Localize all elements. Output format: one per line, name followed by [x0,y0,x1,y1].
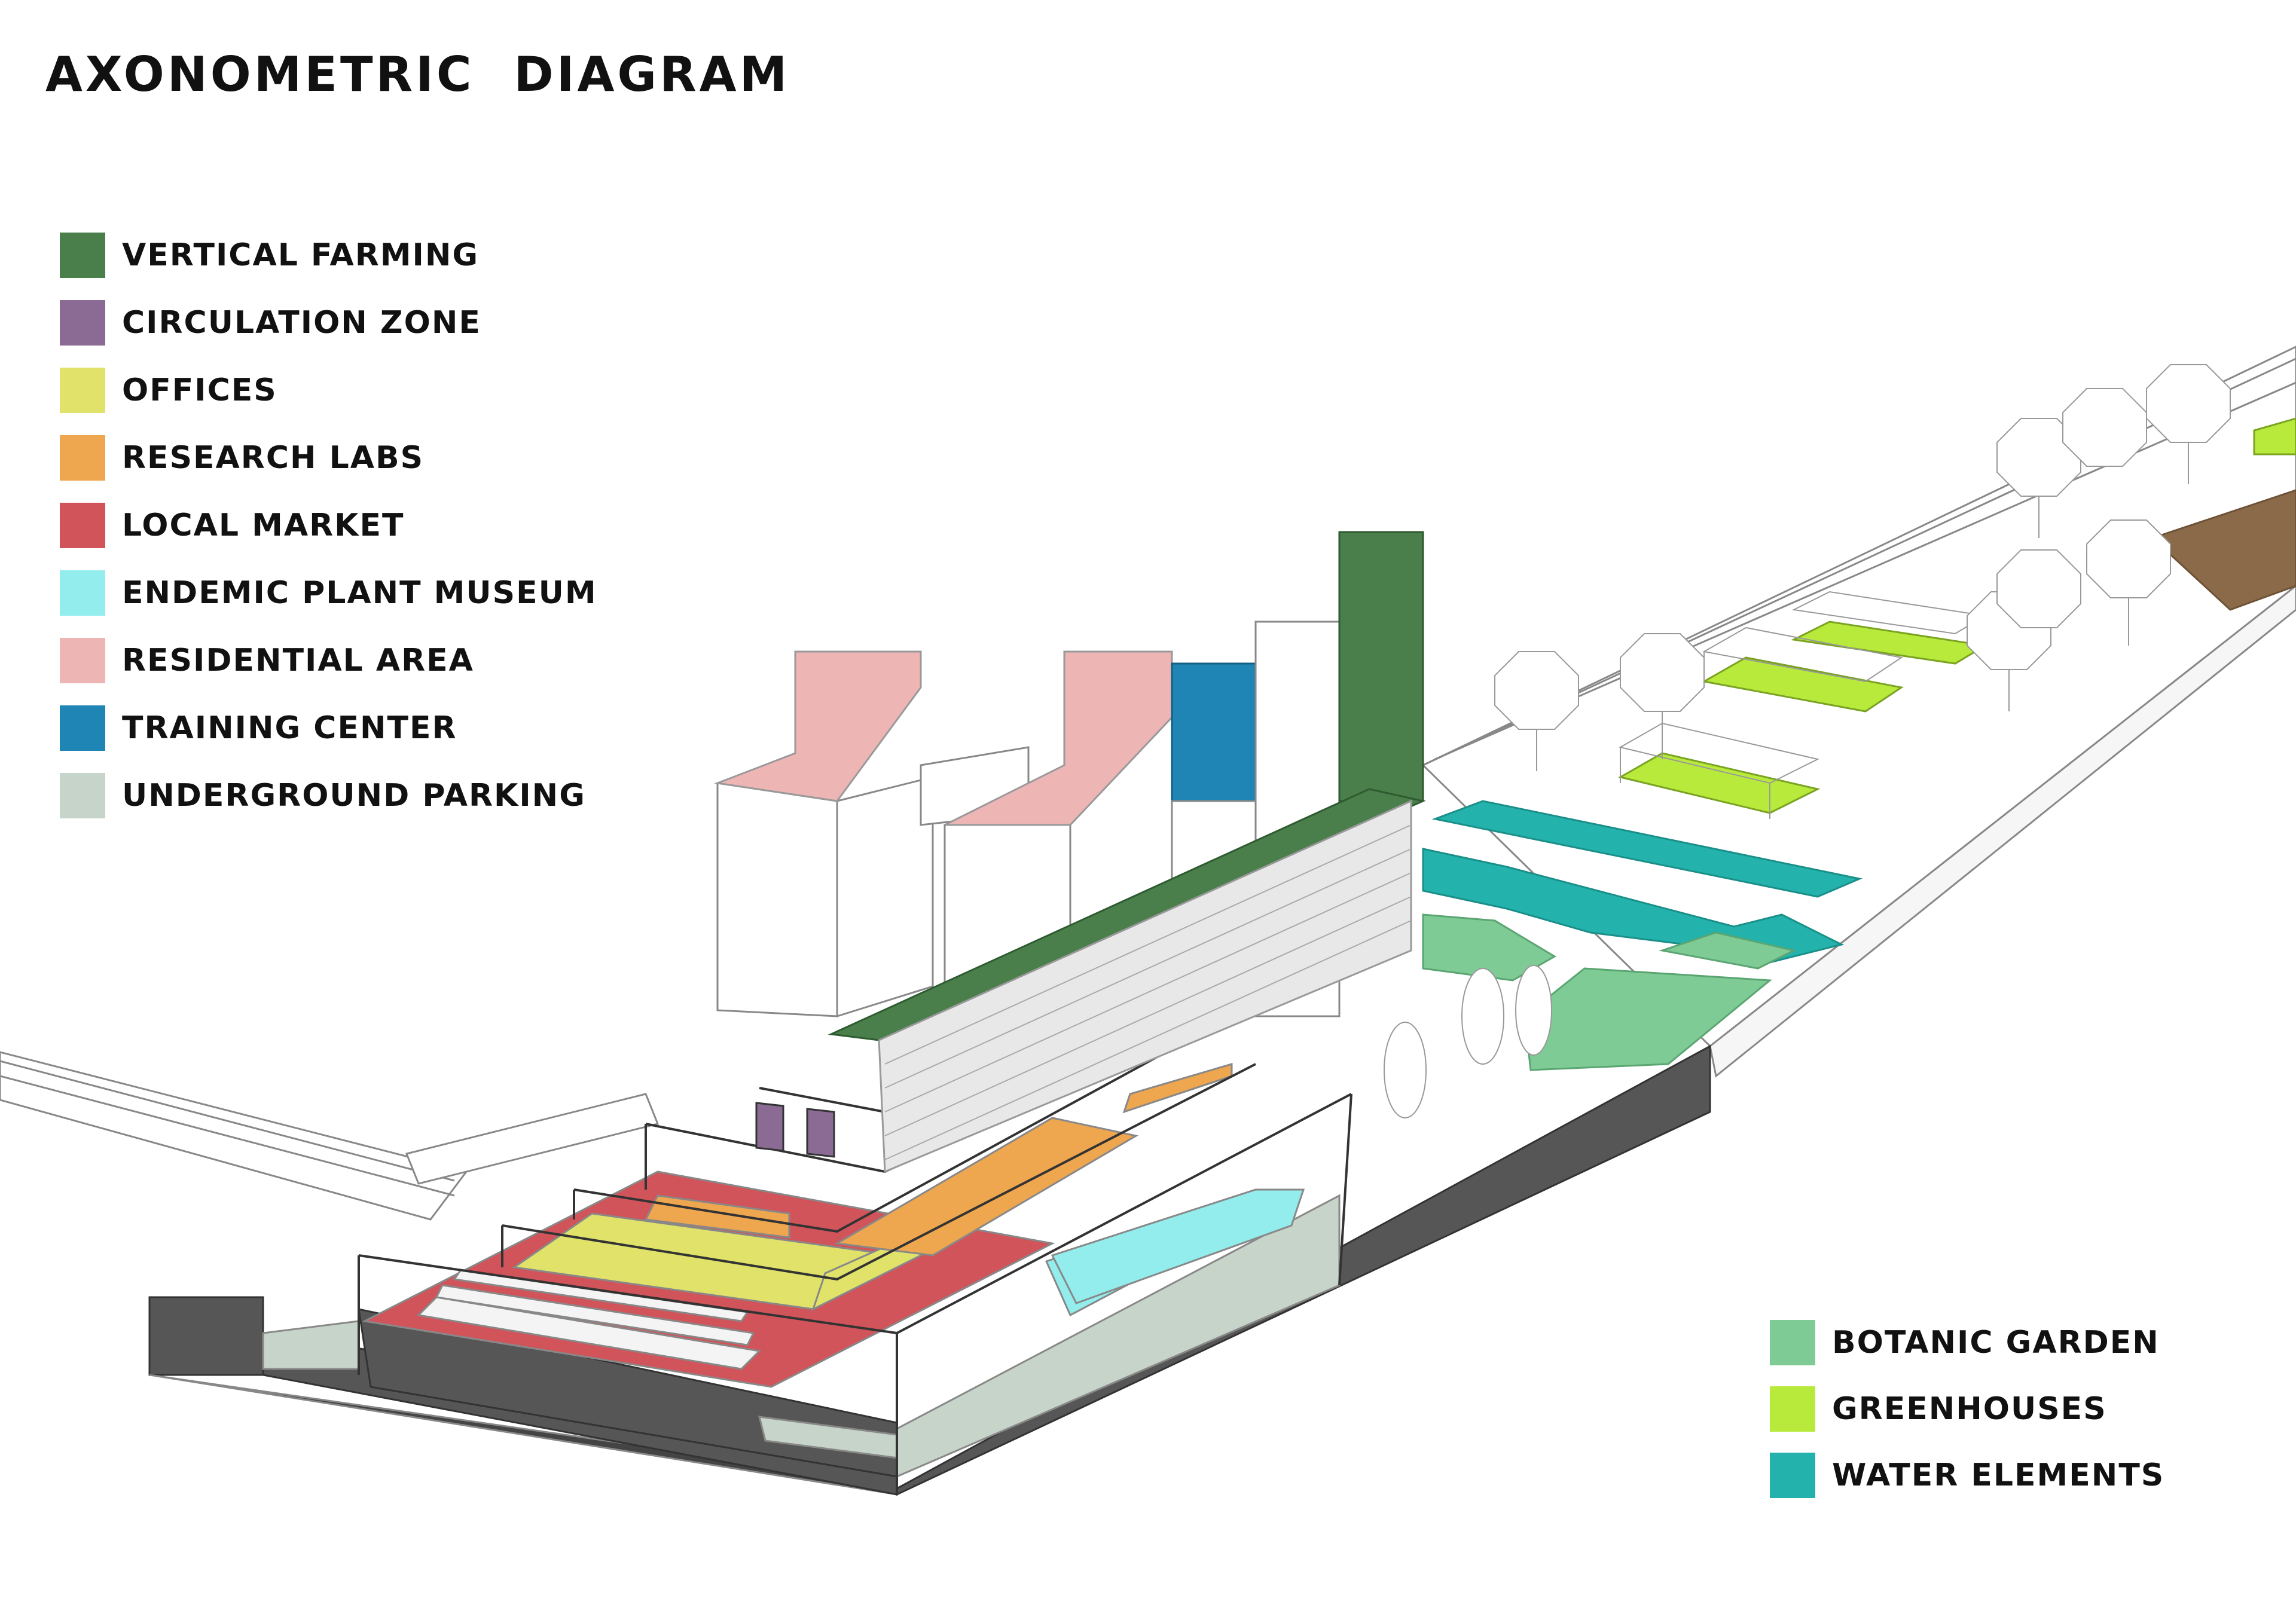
legend-swatch [1770,1452,1815,1498]
circulation-zone [806,1108,835,1158]
legend-item-residential-area: RESIDENTIAL AREA [60,626,597,694]
circulation-zone [755,1102,784,1152]
legend-label: RESIDENTIAL AREA [122,642,474,678]
legend-swatch [60,299,105,346]
vertical-farming-tower [1338,531,1424,802]
soil-bed [2151,489,2296,611]
greenhouses [1617,417,2296,814]
legend-swatch [1770,1319,1815,1365]
legend-swatch [60,637,105,683]
legend-label: UNDERGROUND PARKING [122,777,586,814]
pedestrian-bridge [0,1051,660,1221]
legend-swatch [60,705,105,751]
legend-item-endemic-plant-museum: ENDEMIC PLANT MUSEUM [60,559,597,626]
legend-label: RESEARCH LABS [122,439,425,476]
endemic-plant-museum [1051,1188,1305,1304]
legend-label: VERTICAL FARMING [122,237,480,273]
legend-swatch [60,435,105,481]
facade-louvres [884,824,1412,1160]
legend-swatch [60,232,105,278]
legend-label: BOTANIC GARDEN [1832,1324,2160,1361]
legend-item-underground-parking: UNDERGROUND PARKING [60,762,597,829]
legend-item-research-labs: RESEARCH LABS [60,424,597,491]
legend-label: LOCAL MARKET [122,507,405,543]
legend-swatch [60,502,105,548]
legend-swatch [60,570,105,616]
legend-item-greenhouses: GREENHOUSES [1770,1376,2164,1442]
legend-item-vertical-farming: VERTICAL FARMING [60,221,597,289]
diagram-title: AXONOMETRIC DIAGRAM [45,47,790,102]
legend-label: WATER ELEMENTS [1832,1457,2165,1493]
legend-item-botanic-garden: BOTANIC GARDEN [1770,1309,2164,1376]
legend-label: OFFICES [122,372,277,408]
vertical-farming-roof [828,788,1426,1041]
market-stalls [416,1269,762,1370]
legend-item-local-market: LOCAL MARKET [60,491,597,559]
legend-site: BOTANIC GARDEN GREENHOUSES WATER ELEMENT… [1770,1309,2164,1508]
underground-parking [262,1320,360,1370]
legend-program: VERTICAL FARMING CIRCULATION ZONE OFFICE… [60,221,597,829]
legend-label: CIRCULATION ZONE [122,304,481,341]
legend-item-offices: OFFICES [60,356,597,424]
vertical-farming-facade [878,799,1412,1173]
legend-item-training-center: TRAINING CENTER [60,694,597,762]
legend-item-circulation-zone: CIRCULATION ZONE [60,289,597,356]
legend-swatch [60,772,105,818]
legend-label: TRAINING CENTER [122,710,457,746]
research-labs-floor [1122,1062,1233,1114]
legend-swatch [1770,1386,1815,1432]
legend-swatch [60,367,105,413]
training-center [1171,662,1257,802]
botanic-garden [1422,913,1797,1071]
trees [1384,364,2231,1118]
legend-item-water-elements: WATER ELEMENTS [1770,1442,2164,1508]
research-labs-floor [834,1117,1139,1257]
legend-label: ENDEMIC PLANT MUSEUM [122,574,597,611]
residential-roofs [714,650,1173,826]
legend-label: GREENHOUSES [1832,1390,2107,1427]
